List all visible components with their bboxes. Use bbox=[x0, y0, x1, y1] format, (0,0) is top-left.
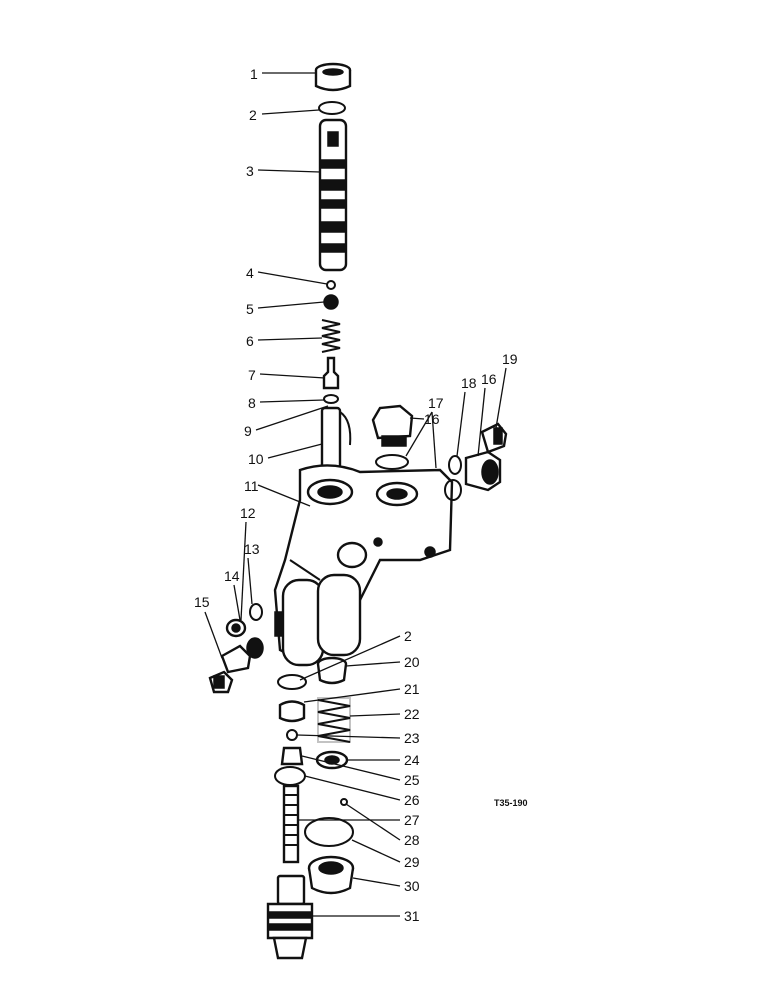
part-gasket bbox=[304, 817, 354, 847]
callout-22: 22 bbox=[404, 706, 420, 722]
part-cap-nut bbox=[307, 855, 355, 895]
callout-31: 31 bbox=[404, 908, 420, 924]
part-seal-17 bbox=[375, 454, 409, 470]
part-rod bbox=[282, 784, 300, 864]
callout-24: 24 bbox=[404, 752, 420, 768]
part-fitting bbox=[480, 422, 508, 454]
callout-26: 26 bbox=[404, 792, 420, 808]
part-valve-body bbox=[273, 464, 454, 667]
callout-15: 15 bbox=[194, 594, 210, 610]
part-ring-26 bbox=[274, 766, 306, 786]
part-ball bbox=[326, 280, 336, 290]
callout-30: 30 bbox=[404, 878, 420, 894]
part-tiny-ring bbox=[340, 798, 348, 806]
callout-25: 25 bbox=[404, 772, 420, 788]
part-small-ring bbox=[323, 394, 339, 404]
part-left-fittings bbox=[208, 603, 264, 694]
callout-5: 5 bbox=[246, 301, 254, 317]
part-plunger bbox=[320, 406, 352, 472]
callout-17: 17 bbox=[428, 395, 444, 411]
callout-2: 2 bbox=[249, 107, 257, 123]
part-o-ring-top bbox=[318, 101, 346, 115]
callout-9: 9 bbox=[244, 423, 252, 439]
part-spring-small bbox=[321, 319, 341, 353]
part-spool bbox=[318, 118, 348, 272]
callout-labels: 1 2 3 4 5 6 7 8 9 10 11 12 13 14 15 16 1… bbox=[194, 66, 518, 924]
callout-14: 14 bbox=[224, 568, 240, 584]
callout-6: 6 bbox=[246, 333, 254, 349]
callout-23: 23 bbox=[404, 730, 420, 746]
part-o-ring-lower bbox=[277, 674, 307, 690]
callout-21: 21 bbox=[404, 681, 420, 697]
parts-artwork bbox=[208, 62, 508, 960]
callout-11: 11 bbox=[244, 478, 259, 494]
callout-7: 7 bbox=[248, 367, 256, 383]
part-small-cup bbox=[280, 746, 304, 766]
callout-1: 1 bbox=[250, 66, 258, 82]
callout-12: 12 bbox=[240, 505, 256, 521]
part-ball-lower bbox=[286, 729, 298, 741]
callout-3: 3 bbox=[246, 163, 254, 179]
part-pin bbox=[322, 356, 340, 390]
callout-8: 8 bbox=[248, 395, 256, 411]
callout-18: 18 bbox=[461, 375, 477, 391]
callout-20: 20 bbox=[404, 654, 420, 670]
part-elbow bbox=[464, 450, 502, 492]
leader-lines bbox=[204, 72, 507, 917]
drawing-code: T35-190 bbox=[494, 798, 528, 808]
callout-10: 10 bbox=[248, 451, 264, 467]
callout-16-elbow: 16 bbox=[481, 371, 497, 387]
part-seal-17b bbox=[444, 479, 462, 501]
part-disc bbox=[278, 700, 306, 723]
callout-29: 29 bbox=[404, 854, 420, 870]
callout-19: 19 bbox=[502, 351, 518, 367]
callout-2-lower: 2 bbox=[404, 628, 412, 644]
callout-28: 28 bbox=[404, 832, 420, 848]
callout-27: 27 bbox=[404, 812, 420, 828]
callout-4: 4 bbox=[246, 265, 254, 281]
part-plug-top bbox=[371, 404, 414, 447]
part-connector bbox=[266, 874, 314, 960]
part-cap bbox=[314, 62, 352, 92]
part-seal-18 bbox=[448, 455, 462, 475]
part-seat bbox=[323, 294, 339, 310]
callout-13: 13 bbox=[244, 541, 260, 557]
callout-16-plug: 16 bbox=[424, 411, 440, 427]
